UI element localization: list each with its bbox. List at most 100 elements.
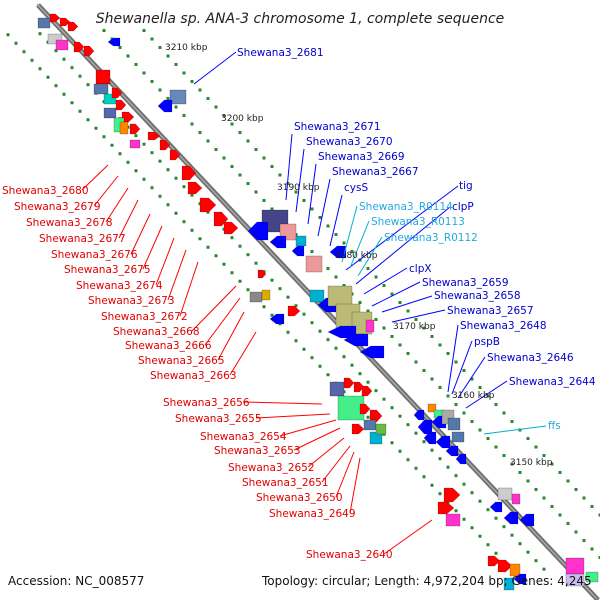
forward-gene-arrow[interactable] (169, 149, 181, 161)
reverse-gene-arrow[interactable] (343, 333, 369, 347)
gene-label[interactable]: Shewana3_2671 (294, 121, 381, 133)
reverse-gene-arrow[interactable] (107, 37, 121, 47)
forward-gene-arrow[interactable] (83, 45, 95, 57)
gene-block[interactable] (37, 17, 51, 29)
gene-label[interactable]: Shewana3_2668 (113, 326, 200, 338)
gene-label[interactable]: Shewana3_2680 (2, 185, 89, 197)
gene-label[interactable]: Shewana3_2672 (101, 311, 188, 323)
gene-label[interactable]: Shewana3_2651 (242, 477, 329, 489)
gene-block[interactable] (427, 403, 437, 413)
gene-label[interactable]: Shewana3_2659 (422, 277, 509, 289)
gene-block[interactable] (129, 139, 141, 149)
gene-label[interactable]: Shewana3_2649 (269, 508, 356, 520)
reverse-gene-arrow[interactable] (359, 345, 385, 359)
forward-gene-arrow[interactable] (361, 385, 373, 397)
reverse-gene-arrow[interactable] (413, 409, 425, 421)
gene-label[interactable]: Shewana3_2675 (64, 264, 151, 276)
gene-label[interactable]: Shewana3_2681 (237, 47, 324, 59)
forward-gene-arrow[interactable] (257, 269, 267, 279)
reverse-gene-arrow[interactable] (157, 99, 173, 113)
gene-label[interactable]: Shewana3_2666 (125, 340, 212, 352)
forward-gene-arrow[interactable] (111, 87, 123, 99)
gene-block[interactable] (447, 417, 461, 431)
gene-label[interactable]: cysS (344, 182, 368, 194)
forward-gene-arrow[interactable] (343, 377, 355, 389)
gene-label[interactable]: Shewana3_2674 (76, 280, 163, 292)
gene-label[interactable]: Shewana3_2654 (200, 431, 287, 443)
gene-label[interactable]: pspB (474, 336, 500, 348)
gene-block[interactable] (337, 395, 365, 421)
gene-label[interactable]: Shewana3_2669 (318, 151, 405, 163)
gene-block[interactable] (305, 255, 323, 273)
gene-label[interactable]: tig (459, 180, 473, 192)
gene-block[interactable] (169, 89, 187, 105)
gene-block[interactable] (365, 319, 375, 333)
gene-block[interactable] (585, 571, 599, 583)
reverse-gene-arrow[interactable] (445, 445, 459, 457)
gene-label[interactable]: Shewana3_2677 (39, 233, 126, 245)
gene-label[interactable]: Shewana3_R0114 (359, 201, 453, 213)
forward-gene-arrow[interactable] (497, 559, 513, 573)
forward-gene-arrow[interactable] (67, 21, 79, 32)
gene-label[interactable]: Shewana3_2644 (509, 376, 596, 388)
forward-gene-arrow[interactable] (199, 197, 217, 213)
gene-block[interactable] (47, 33, 63, 45)
forward-gene-arrow[interactable] (353, 381, 365, 393)
reverse-gene-arrow[interactable] (455, 453, 467, 465)
gene-label[interactable]: clpX (409, 263, 432, 275)
gene-label[interactable]: Shewana3_2640 (306, 549, 393, 561)
forward-gene-arrow[interactable] (147, 131, 161, 141)
gene-label[interactable]: Shewana3_R0112 (384, 232, 478, 244)
gene-label[interactable]: ffs (548, 420, 561, 432)
gene-block[interactable] (103, 107, 117, 119)
gene-block[interactable] (509, 563, 521, 577)
reverse-gene-arrow[interactable] (291, 245, 305, 257)
reverse-gene-arrow[interactable] (269, 235, 287, 249)
gene-block[interactable] (511, 493, 521, 505)
gene-label[interactable]: Shewana3_2655 (175, 413, 262, 425)
forward-gene-arrow[interactable] (187, 181, 203, 195)
gene-block[interactable] (95, 69, 111, 85)
forward-gene-arrow[interactable] (223, 221, 239, 235)
gene-label[interactable]: Shewana3_2652 (228, 462, 315, 474)
forward-gene-arrow[interactable] (359, 403, 371, 415)
gene-label[interactable]: Shewana3_2679 (14, 201, 101, 213)
gene-label[interactable]: Shewana3_2678 (26, 217, 113, 229)
forward-gene-arrow[interactable] (287, 305, 301, 317)
forward-gene-arrow[interactable] (115, 99, 127, 111)
gene-label[interactable]: Shewana3_2670 (306, 136, 393, 148)
gene-label[interactable]: Shewana3_2650 (256, 492, 343, 504)
gene-label[interactable]: Shewana3_2653 (214, 445, 301, 457)
forward-gene-arrow[interactable] (351, 423, 365, 435)
gene-block[interactable] (503, 577, 515, 591)
reverse-gene-arrow[interactable] (435, 435, 451, 449)
gene-label[interactable]: Shewana3_2648 (460, 320, 547, 332)
gene-label[interactable]: Shewana3_2667 (332, 166, 419, 178)
gene-block[interactable] (119, 121, 129, 135)
reverse-gene-arrow[interactable] (417, 419, 433, 435)
forward-gene-arrow[interactable] (73, 41, 85, 53)
reverse-gene-arrow[interactable] (329, 245, 347, 259)
gene-block[interactable] (309, 289, 325, 303)
forward-gene-arrow[interactable] (159, 139, 171, 151)
gene-label[interactable]: Shewana3_2658 (434, 290, 521, 302)
gene-block[interactable] (295, 235, 307, 247)
forward-gene-arrow[interactable] (59, 17, 71, 27)
gene-block[interactable] (565, 573, 585, 587)
gene-label[interactable]: Shewana3_2656 (163, 397, 250, 409)
reverse-gene-arrow[interactable] (513, 573, 527, 585)
reverse-gene-arrow[interactable] (489, 501, 503, 513)
gene-block[interactable] (363, 419, 377, 431)
gene-block[interactable] (329, 381, 345, 397)
reverse-gene-arrow[interactable] (519, 513, 535, 527)
gene-block[interactable] (327, 285, 353, 307)
gene-block[interactable] (93, 83, 109, 95)
forward-gene-arrow[interactable] (443, 487, 461, 503)
gene-block[interactable] (375, 423, 387, 435)
gene-label[interactable]: clpP (452, 201, 474, 213)
forward-gene-arrow[interactable] (181, 165, 197, 181)
gene-block[interactable] (497, 487, 513, 501)
reverse-gene-arrow[interactable] (269, 313, 285, 325)
gene-block[interactable] (445, 513, 461, 527)
reverse-gene-arrow[interactable] (247, 221, 269, 241)
